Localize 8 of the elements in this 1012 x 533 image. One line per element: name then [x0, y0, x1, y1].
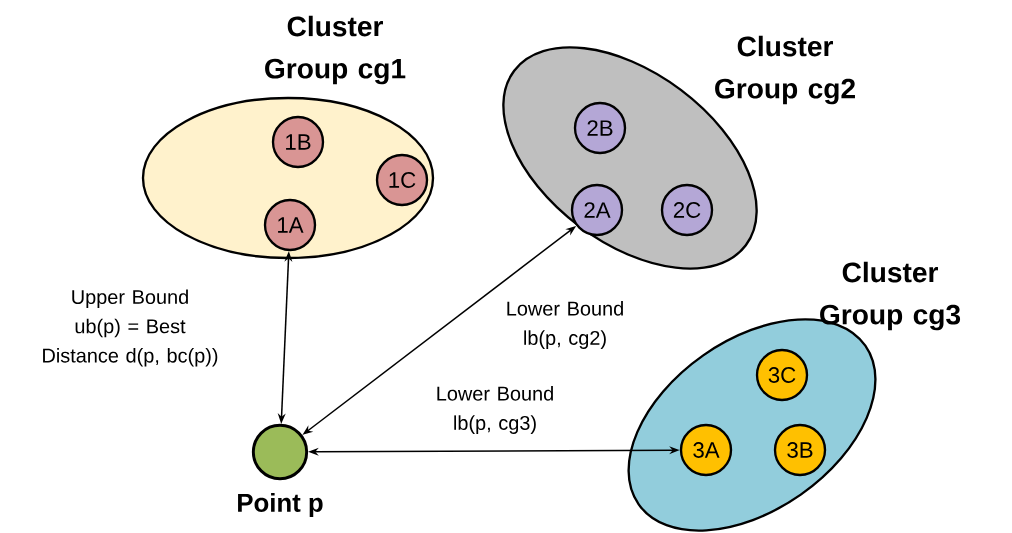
- group-heading: Cluster Group cg1: [265, 15, 406, 85]
- point-label: Point p: [238, 493, 323, 517]
- edge-label: Lower Bound lb(p, cg2): [507, 301, 623, 349]
- edge-label: Lower Bound lb(p, cg3): [437, 386, 553, 434]
- group-heading: Cluster Group cg2: [715, 35, 855, 105]
- point-circle: [251, 423, 309, 481]
- group-heading: Cluster Group cg3: [820, 261, 961, 331]
- edge-label: Upper Bound ub(p) = Best Distance d(p, bc(p)): [43, 289, 218, 367]
